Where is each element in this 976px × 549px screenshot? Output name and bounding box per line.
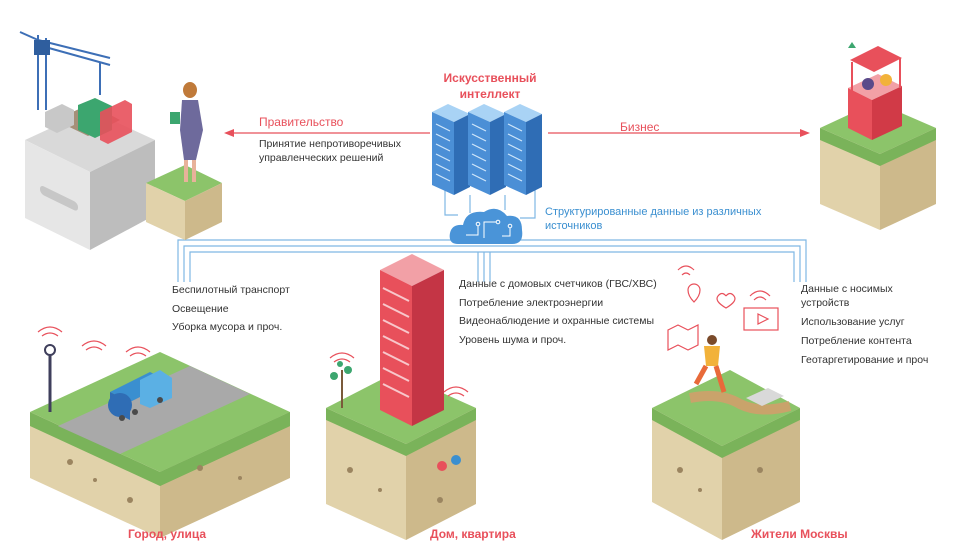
- residents-items-list: Данные с носимых устройств Использование…: [801, 282, 928, 367]
- residents-label: Жители Москвы: [751, 527, 848, 541]
- government-label: Правительство: [259, 115, 344, 129]
- list-item: Видеонаблюдение и охранные системы: [459, 315, 655, 327]
- ai-title: Искусственный интеллект: [443, 71, 537, 101]
- home-label: Дом, квартира: [430, 527, 516, 541]
- list-item: Использование услуг: [801, 316, 905, 328]
- list-item: Потребление электроэнергии: [459, 296, 604, 309]
- list-item: Уборка мусора и проч.: [172, 321, 283, 333]
- city-items-list: Беспилотный транспорт Освещение Уборка м…: [172, 281, 322, 337]
- home-items-list: Данные с домовых счетчиков (ГВС/ХВС) Пот…: [459, 275, 679, 349]
- business-arrow: [548, 129, 810, 137]
- list-item: Данные с носимых устройств: [801, 283, 893, 309]
- wifi-signal-icons: [37, 326, 469, 397]
- list-item: Геотаргетирование и проч: [801, 354, 929, 366]
- business-label: Бизнес: [620, 120, 660, 134]
- ai-server-racks: [432, 104, 542, 195]
- government-desc: Принятие непротиворечивых управленческих…: [259, 138, 401, 164]
- list-item: Беспилотный транспорт: [172, 284, 290, 296]
- government-building-block: [19, 31, 222, 250]
- residents-block: [652, 265, 800, 540]
- list-item: Потребление контента: [801, 335, 912, 347]
- home-apartment-block: [326, 254, 476, 540]
- list-item: Освещение: [172, 302, 229, 315]
- data-cloud-icon: [449, 208, 523, 244]
- list-item: Уровень шума и проч.: [459, 333, 567, 346]
- government-arrow: [224, 129, 430, 137]
- structured-data-label: Структурированные данные из различных ис…: [545, 206, 762, 232]
- list-item: Данные с домовых счетчиков (ГВС/ХВС): [459, 278, 657, 290]
- business-kiosk-block: [820, 42, 936, 230]
- city-label: Город, улица: [128, 527, 207, 541]
- city-street-block: [30, 344, 290, 538]
